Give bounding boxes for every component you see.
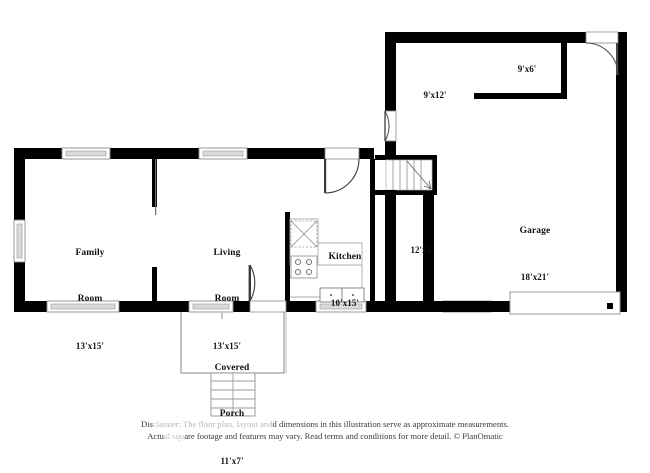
disclaimer-text: Disclaimer: The floor plan, layout andd …: [0, 418, 650, 443]
wall-garage-left-lower: [385, 190, 396, 312]
porch-door: [248, 264, 287, 313]
disclaimer-line1-tail: d dimensions in this illustration serve …: [272, 419, 510, 429]
wall-alcove-vertical: [561, 43, 567, 98]
room-label-family-room: Family Room 13'x15': [50, 212, 130, 387]
disclaimer-line1-lead: Dis: [140, 419, 153, 429]
disclaimer-line2-lead: Actu: [147, 431, 164, 442]
window-family-top: [61, 147, 111, 160]
stair-treads: [385, 159, 433, 191]
dim-label-9x6: 9'x6': [517, 64, 537, 74]
room-dim-kitchen: 10'x15': [330, 298, 360, 309]
wall-main-right: [423, 159, 434, 312]
window-living-bottom: [188, 300, 234, 313]
disclaimer-line-1: Disclaimer: The floor plan, layout andd …: [0, 418, 650, 430]
wall-partition-kitchen-hall: [370, 159, 375, 312]
dishwasher-icon: [290, 220, 318, 248]
dim-label-12x5: 12'x5': [410, 245, 434, 255]
kitchen-fixtures: [289, 218, 365, 303]
wall-stair-right: [432, 155, 437, 195]
room-label-kitchen: Kitchen 10'x15': [305, 216, 385, 344]
room-name-family: Family: [75, 247, 105, 258]
wall-garage-right: [616, 32, 627, 312]
dim-label-9x12: 9'x12': [423, 90, 447, 100]
room-label-covered-porch: Covered Porch 11'x7': [192, 327, 272, 473]
wall-partition-living-kitchen: [285, 212, 290, 312]
room-name-living-2: Room: [214, 294, 240, 305]
garage-door-jamb: [607, 303, 613, 309]
double-sink-icon: [319, 287, 365, 303]
wall-stair-top: [375, 155, 437, 160]
garage-side-entry-door: [384, 110, 397, 142]
garage-walls: [385, 32, 627, 312]
range-cooktop-icon: [290, 255, 318, 279]
room-dim-porch: 11'x7': [220, 455, 244, 466]
garage-overhead-door: [509, 291, 621, 315]
kitchen-entry-door: [324, 147, 360, 194]
room-name-kitchen: Kitchen: [328, 251, 362, 262]
wall-garage-top: [385, 32, 627, 43]
room-label-living-room: Living Room 13'x15': [187, 212, 267, 387]
wall-alcove-horizontal: [474, 93, 567, 99]
wall-garage-left-upper: [385, 32, 396, 156]
interior-partitions: [152, 159, 375, 312]
wall-main-top: [14, 148, 374, 159]
garage-rear-door: [585, 31, 619, 76]
kitchen-counter-run: [290, 242, 363, 266]
room-name-porch: Covered: [214, 362, 250, 373]
wall-partition-family-living-top: [152, 159, 157, 207]
room-name-living: Living: [213, 247, 241, 258]
stairs-group: [375, 155, 437, 195]
disclaimer-line2-faded: al squ: [163, 431, 185, 442]
room-name-porch-2: Porch: [219, 409, 245, 420]
disclaimer-line1-faded: claimer: The floor plan, layout and: [152, 419, 273, 429]
window-living-top: [198, 147, 248, 160]
room-dim-living: 13'x15': [212, 340, 242, 351]
room-dim-family: 13'x15': [75, 340, 105, 351]
porch-steps: [210, 372, 256, 417]
wall-stair-bottom: [375, 190, 437, 195]
wall-partition-family-living-bottom: [152, 267, 157, 312]
room-name-family-2: Room: [77, 294, 103, 305]
disclaimer-line2-tail: are footage and features may vary. Read …: [184, 431, 503, 442]
stair-direction-arrow-icon: [406, 160, 432, 190]
room-label-garage: Garage 18'x21': [495, 190, 575, 318]
room-dim-garage: 18'x21': [520, 272, 550, 283]
wall-garage-bottom: [385, 301, 627, 312]
wall-partition-family-living-thin: [155, 159, 157, 215]
room-name-garage: Garage: [519, 225, 551, 236]
window-family-bottom: [46, 300, 120, 313]
window-family-left: [13, 219, 26, 263]
disclaimer-line-2: Actual square footage and features may v…: [0, 430, 650, 442]
